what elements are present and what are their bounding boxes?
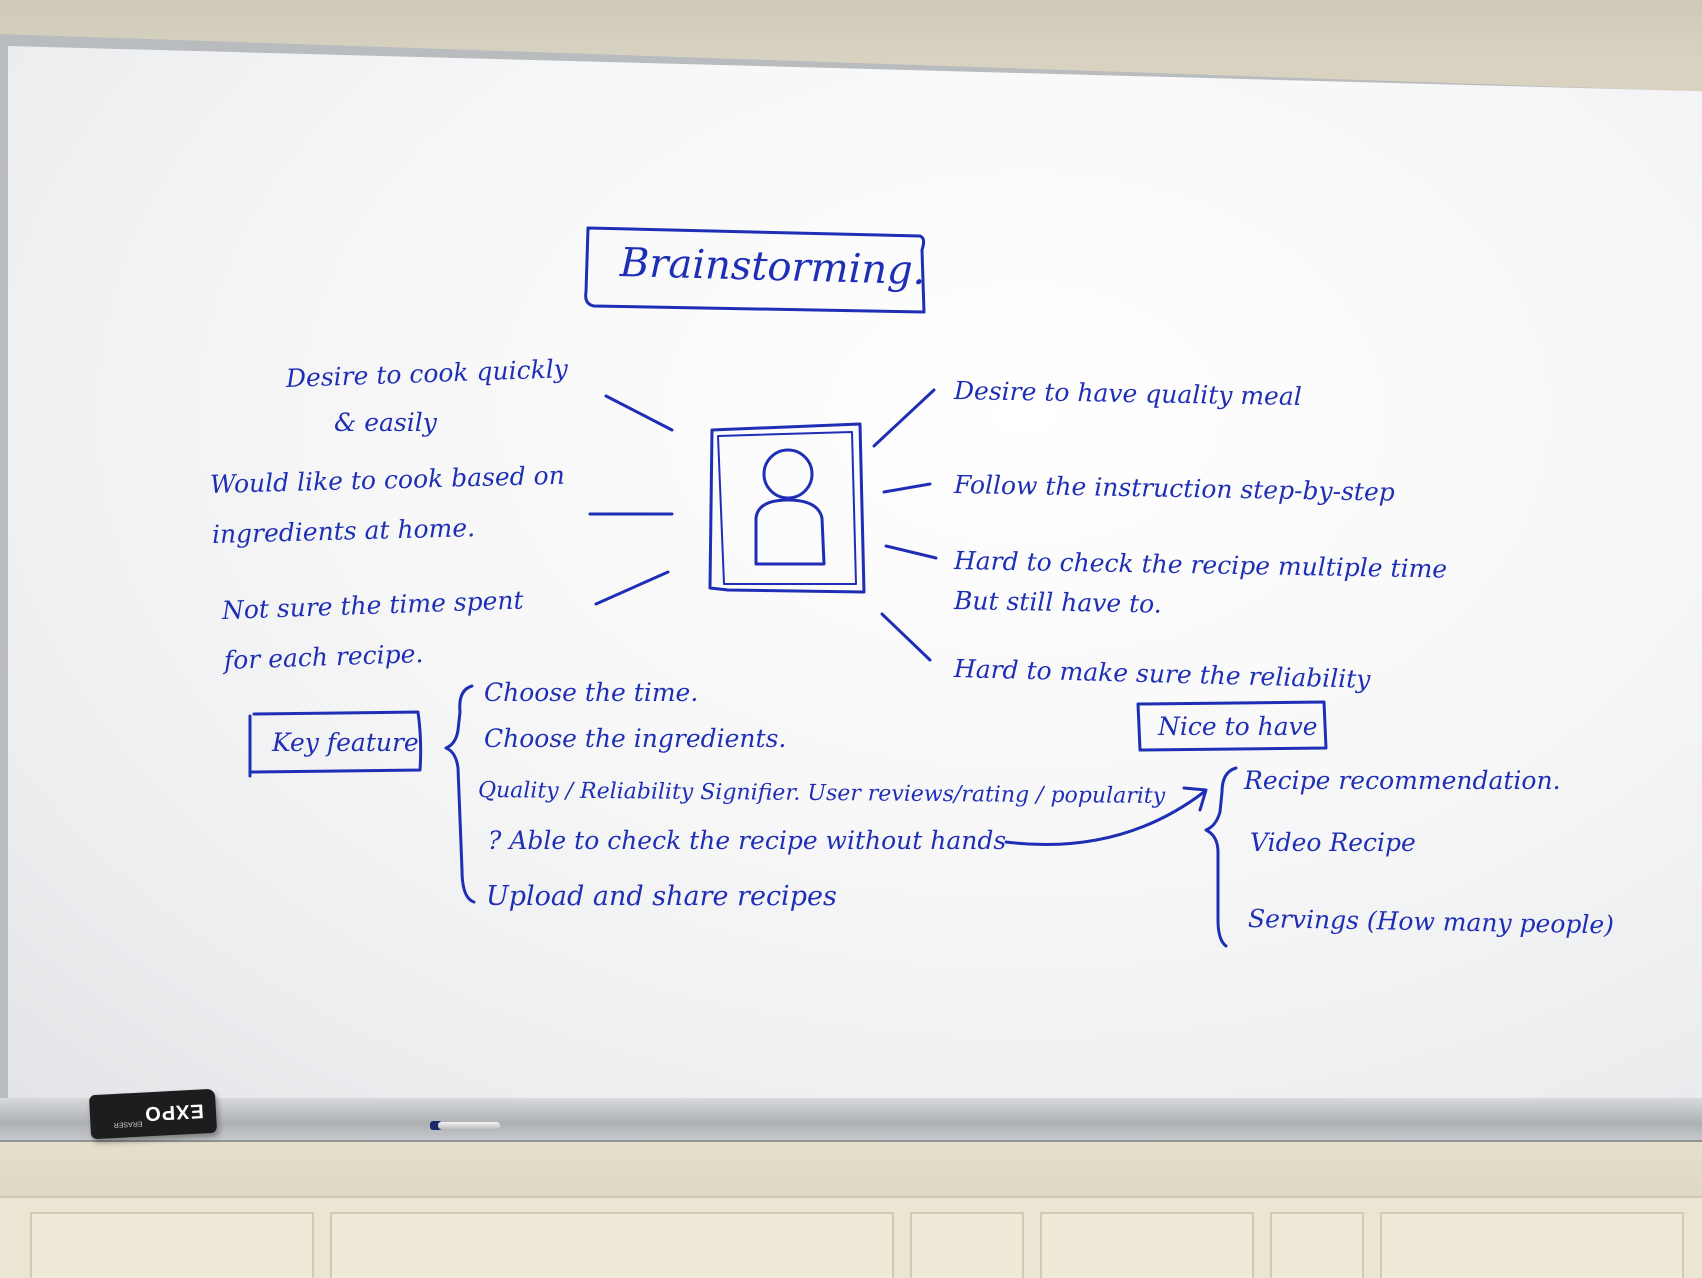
- nice-to-have-box: [1136, 700, 1328, 752]
- title-box: [584, 226, 926, 314]
- spoke-line: [884, 544, 938, 560]
- marker-tray: [0, 1098, 1702, 1142]
- wall-panel: [30, 1212, 314, 1278]
- spoke-line: [880, 612, 932, 662]
- user-icon-body: [754, 498, 826, 566]
- key-feature-item: Choose the ingredients.: [484, 724, 787, 753]
- marker-cap: [430, 1121, 442, 1130]
- arrow: [1004, 790, 1206, 846]
- user-icon-frame-inner: [717, 431, 857, 585]
- key-feature-item: Upload and share recipes: [486, 881, 837, 912]
- user-icon-head: [762, 448, 814, 500]
- spoke-line: [872, 388, 936, 448]
- wall-panel: [1040, 1212, 1254, 1278]
- user-icon-frame: [708, 422, 866, 594]
- nice-to-have-label: Nice to have: [1158, 712, 1318, 741]
- key-feature-item: Choose the time.: [484, 678, 699, 707]
- wall-panel: [910, 1212, 1024, 1278]
- spoke-line: [594, 570, 670, 606]
- key-feature-item: Quality / Reliability Signifier. User re…: [477, 778, 1166, 809]
- nice-to-have-item: Recipe recommendation.: [1244, 766, 1561, 795]
- key-feature-brace: [444, 684, 476, 904]
- spoke-line: [882, 482, 932, 494]
- right-note: Desire to have quality meal: [953, 376, 1303, 412]
- key-feature-box: [250, 710, 423, 774]
- wall-panel: [330, 1212, 894, 1278]
- spoke-line: [604, 394, 674, 432]
- key-feature-item: ? Able to check the recipe without hands: [488, 826, 1007, 855]
- nice-to-have-item: Video Recipe: [1250, 828, 1416, 857]
- arrow-head: [1182, 786, 1208, 812]
- right-note: But still have to.: [953, 586, 1162, 619]
- wall-panel: [1380, 1212, 1684, 1278]
- nice-to-have-brace: [1204, 766, 1238, 948]
- nice-to-have-item: Servings (How many people): [1247, 904, 1615, 940]
- wall-panel: [1270, 1212, 1364, 1278]
- key-feature-label: Key feature: [272, 728, 419, 757]
- marker: [438, 1122, 500, 1129]
- left-note: & easily: [334, 408, 437, 437]
- board-title: Brainstorming.: [619, 240, 927, 294]
